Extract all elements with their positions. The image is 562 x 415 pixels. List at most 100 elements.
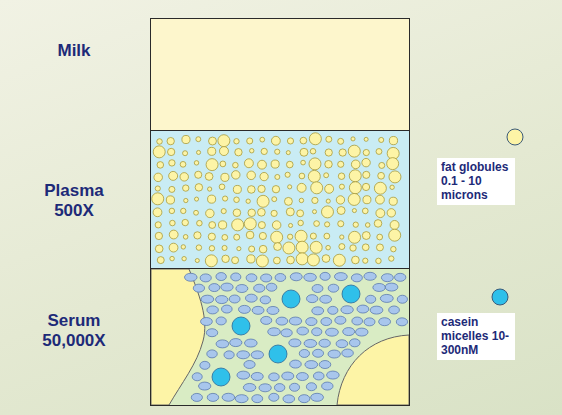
- fat-globule: [298, 220, 303, 225]
- fat-globule: [286, 151, 290, 155]
- fat-globule: [389, 171, 401, 183]
- fat-globule: [195, 197, 199, 201]
- fat-globule: [271, 136, 280, 145]
- fat-globule: [309, 133, 321, 145]
- fat-globule: [168, 148, 175, 155]
- fat-globule: [325, 149, 332, 156]
- fat-globule: [309, 158, 321, 170]
- fat-globule: [307, 254, 319, 266]
- fat-globule: [312, 210, 316, 214]
- casein-micelle: [296, 373, 308, 381]
- fat-globule: [387, 209, 395, 217]
- casein-micelle: [327, 371, 340, 379]
- fat-globule: [349, 231, 361, 243]
- fat-globule: [379, 137, 384, 142]
- fat-globule: [155, 245, 163, 253]
- casein-micelle: [304, 339, 317, 347]
- casein-micelle: [207, 306, 219, 314]
- casein-micelle: [209, 284, 220, 292]
- fat-globule: [196, 245, 201, 250]
- fat-globule: [349, 170, 361, 182]
- fat-globule: [209, 222, 216, 229]
- fat-globule: [181, 208, 186, 213]
- casein-micelle: [230, 339, 242, 347]
- casein-micelle: [216, 317, 226, 325]
- fat-globule: [338, 138, 344, 144]
- fat-globule: [258, 208, 266, 216]
- fat-globule: [364, 137, 368, 141]
- casein-micelle: [267, 306, 279, 314]
- fat-globule: [312, 197, 318, 203]
- fat-globule: [219, 147, 228, 156]
- fat-globule: [259, 232, 266, 239]
- serum-illustration: [151, 269, 409, 405]
- fat-globule: [390, 185, 394, 189]
- fat-globule: [326, 136, 332, 142]
- casein-micelle: [334, 273, 347, 281]
- casein-micelle: [299, 395, 310, 403]
- fat-globule: [362, 232, 370, 240]
- casein-micelle: [254, 284, 265, 292]
- casein-micelle: [216, 340, 229, 348]
- fat-globule: [321, 206, 333, 218]
- casein-micelle: [328, 306, 338, 314]
- fat-globule: [221, 209, 226, 214]
- casein-micelle: [370, 306, 383, 314]
- casein-micelle: [259, 384, 271, 392]
- fat-globule: [287, 138, 293, 144]
- casein-micelle: [379, 318, 391, 326]
- fat-globule: [338, 221, 344, 227]
- fat-globule: [296, 241, 308, 253]
- fat-globule: [283, 242, 295, 254]
- fat-globule: [169, 230, 178, 239]
- fat-globule: [275, 149, 280, 154]
- fat-globule: [349, 182, 361, 194]
- fat-globule: [272, 221, 281, 230]
- fat-globule: [272, 186, 279, 193]
- fat-globule: [183, 235, 188, 240]
- casein-micelle: [237, 371, 250, 379]
- casein-micelle: [212, 368, 230, 386]
- casein-micelle: [306, 318, 317, 326]
- fat-globule: [197, 220, 203, 226]
- casein-micelle: [290, 273, 302, 281]
- fat-globule: [363, 171, 370, 178]
- fat-globule: [376, 244, 383, 251]
- fat-globule: [183, 151, 188, 156]
- casein-micelle: [246, 274, 257, 282]
- fat-globule: [389, 136, 397, 144]
- fat-globule: [221, 173, 229, 181]
- casein-micelle: [251, 351, 263, 359]
- fat-globule: [286, 208, 294, 216]
- casein-micelle: [199, 382, 211, 390]
- fat-globule: [289, 223, 293, 227]
- casein-micelle: [366, 295, 376, 303]
- fat-globule: [260, 172, 268, 180]
- fat-globule: [389, 229, 401, 241]
- casein-micelle: [269, 393, 279, 401]
- casein-micelle: [290, 383, 300, 391]
- sample-panel: Milk: [150, 18, 410, 131]
- fat-globule: [194, 161, 198, 165]
- fat-globule: [169, 243, 178, 252]
- casein-micelle: [328, 350, 340, 358]
- casein-micelle: [336, 340, 348, 348]
- casein-micelle: [385, 283, 398, 291]
- fat-globule: [350, 245, 356, 251]
- fat-globule: [322, 255, 330, 263]
- fat-globule: [287, 256, 295, 264]
- fat-globule: [272, 197, 277, 202]
- casein-micelle: [349, 339, 360, 347]
- casein-micelle: [269, 345, 287, 363]
- fat-globule: [362, 158, 370, 166]
- fat-globule: [247, 138, 253, 144]
- fat-globule: [340, 235, 344, 239]
- fat-globule: [184, 198, 188, 202]
- casein-micelle: [201, 318, 213, 326]
- fat-globule: [249, 246, 255, 252]
- fat-globule: [181, 245, 185, 249]
- fat-globule: [326, 199, 330, 203]
- fat-globule: [374, 182, 386, 194]
- casein-micelle: [320, 272, 330, 280]
- casein-micelle: [342, 349, 354, 357]
